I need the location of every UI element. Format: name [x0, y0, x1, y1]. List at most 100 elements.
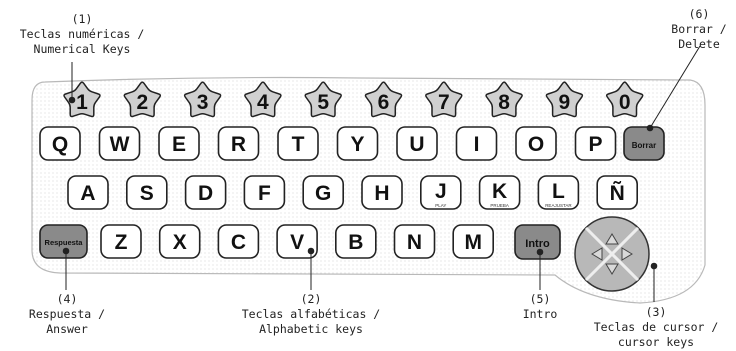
letter-key-label: V	[290, 231, 304, 254]
letter-key-ñ[interactable]: Ñ	[596, 175, 639, 210]
letter-key-label: M	[464, 231, 482, 254]
number-key-6[interactable]: 6	[364, 81, 403, 118]
letter-key-label: E	[172, 133, 186, 156]
letter-key-u[interactable]: U	[396, 126, 438, 161]
number-key-label: 8	[498, 91, 510, 114]
number-key-label: 6	[378, 91, 390, 114]
key-sublabel: REAJUSTAR	[545, 203, 572, 208]
letter-key-x[interactable]: X	[158, 224, 201, 259]
key-sublabel: PLAY	[435, 203, 446, 208]
number-key-1[interactable]: 1	[63, 81, 101, 118]
letter-key-label: N	[407, 231, 422, 254]
letter-key-c[interactable]: C	[217, 224, 260, 259]
number-key-label: 3	[197, 91, 209, 114]
leader-line-borrar	[649, 45, 701, 129]
letter-key-f[interactable]: F	[243, 175, 286, 210]
letter-key-a[interactable]: A	[67, 175, 109, 210]
borrar-key[interactable]: Borrar	[623, 126, 665, 161]
letter-key-label: W	[110, 133, 130, 156]
letter-key-g[interactable]: G	[302, 175, 345, 210]
letter-key-r[interactable]: R	[217, 126, 260, 161]
letter-key-m[interactable]: M	[452, 224, 495, 259]
number-key-2[interactable]: 2	[123, 81, 162, 118]
leader-dot-borrar	[646, 124, 654, 132]
number-key-8[interactable]: 8	[485, 81, 523, 118]
leader-dot-respuesta	[62, 247, 70, 255]
leader-dot-cursor	[650, 262, 658, 270]
callout-alpha-number: (2)	[301, 292, 322, 306]
letter-key-n[interactable]: N	[393, 224, 436, 259]
letter-key-d[interactable]: D	[184, 175, 227, 210]
respuesta-key-label: Respuesta	[45, 238, 84, 247]
number-key-4[interactable]: 4	[244, 81, 282, 118]
letter-key-label: J	[435, 180, 447, 203]
cursor-pad	[574, 216, 650, 292]
callout-delete-number: (6)	[689, 7, 710, 21]
letter-key-label: K	[492, 180, 507, 203]
letter-key-label: S	[140, 182, 154, 205]
intro-key[interactable]: Intro	[514, 224, 561, 260]
leader-dot-intro	[536, 248, 544, 256]
number-key-9[interactable]: 9	[545, 81, 584, 118]
letter-key-label: F	[258, 182, 271, 205]
letter-key-q[interactable]: Q	[39, 126, 81, 161]
number-key-7[interactable]: 7	[425, 81, 463, 118]
callout-numeric-line1: Teclas numéricas /	[20, 27, 145, 41]
letter-key-o[interactable]: O	[515, 126, 557, 161]
cursor-up-icon[interactable]	[605, 233, 619, 245]
letter-key-label: P	[588, 133, 602, 156]
number-key-5[interactable]: 5	[304, 81, 342, 118]
cursor-right-icon[interactable]	[621, 247, 633, 261]
letter-key-label: O	[528, 133, 544, 156]
letter-key-b[interactable]: B	[334, 224, 377, 259]
letter-key-w[interactable]: W	[98, 126, 141, 161]
callout-cursor-number: (3)	[646, 305, 667, 319]
callout-alpha-line1: Teclas alfabéticas /	[242, 307, 381, 321]
callout-delete-line1: Borrar /	[671, 22, 726, 36]
cursor-left-icon[interactable]	[591, 247, 603, 261]
callout-numeric-line2: Numerical Keys	[34, 42, 131, 56]
number-key-label: 7	[438, 91, 450, 114]
letter-key-label: X	[173, 231, 187, 254]
letter-key-t[interactable]: T	[277, 126, 319, 161]
letter-key-v[interactable]: V	[276, 224, 318, 259]
letter-key-h[interactable]: H	[361, 175, 403, 210]
letter-key-i[interactable]: I	[455, 126, 498, 161]
cursor-down-icon[interactable]	[605, 263, 619, 275]
number-key-label: 4	[257, 91, 269, 114]
letter-key-e[interactable]: E	[158, 126, 200, 161]
letter-key-label: I	[474, 133, 480, 156]
number-key-0[interactable]: 0	[605, 81, 644, 118]
callout-answer-line2: Answer	[46, 322, 88, 336]
callout-answer-number: (4)	[57, 292, 78, 306]
letter-key-label: G	[315, 182, 331, 205]
number-key-label: 0	[619, 91, 631, 114]
borrar-key-label: Borrar	[632, 141, 656, 150]
number-key-label: 5	[317, 91, 329, 114]
callout-intro-line1: Intro	[523, 307, 558, 321]
letter-key-p[interactable]: P	[574, 126, 617, 161]
letter-key-label: R	[231, 133, 246, 156]
letter-key-label: Y	[350, 133, 364, 156]
letter-key-s[interactable]: S	[126, 175, 168, 210]
callout-delete-line2: Delete	[678, 37, 720, 51]
letter-key-y[interactable]: Y	[336, 126, 379, 161]
letter-key-label: L	[552, 180, 565, 203]
letter-key-label: T	[292, 133, 305, 156]
number-key-3[interactable]: 3	[183, 81, 222, 118]
callout-answer-line1: Respuesta /	[29, 307, 105, 321]
letter-key-label: Z	[115, 231, 128, 254]
leader-dot-alpha	[307, 247, 315, 255]
letter-key-label: C	[231, 231, 246, 254]
number-key-label: 9	[559, 91, 571, 114]
respuesta-key[interactable]: Respuesta	[39, 224, 88, 259]
letter-key-label: Q	[52, 133, 68, 156]
callout-cursor-line1: Teclas de cursor /	[594, 320, 719, 334]
leader-dot-numeric	[68, 96, 76, 104]
number-key-label: 1	[76, 91, 88, 114]
letter-key-label: Ñ	[610, 182, 625, 205]
letter-key-z[interactable]: Z	[100, 224, 142, 259]
